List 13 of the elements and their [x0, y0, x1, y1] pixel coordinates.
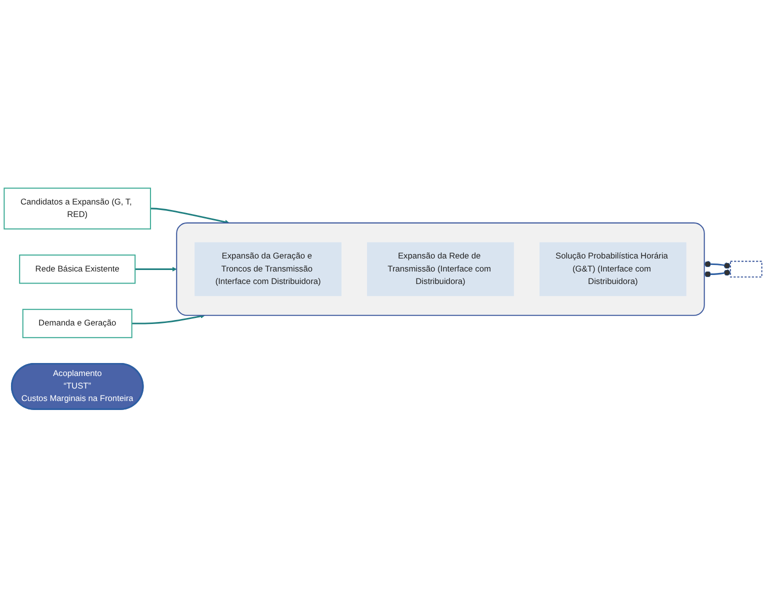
arrow	[132, 314, 206, 324]
node-box: Candidatos a Expansão (G, T, RED)	[4, 187, 152, 230]
node-box: Expansão da Geração e Troncos de Transmissão (Interface com Distribuidora)	[194, 242, 342, 296]
node-box	[730, 260, 762, 278]
arrow	[135, 266, 177, 272]
arrow	[150, 208, 230, 224]
cluster	[176, 222, 705, 316]
node-box: Demanda e Geração	[22, 308, 132, 338]
node-box: Solução Probabilística Horária (G&T) (Interface com Distribuidora)	[540, 242, 686, 296]
connector	[704, 260, 731, 269]
node-box: Expansão da Rede de Transmissão (Interface com Distribuidora)	[367, 242, 514, 296]
connector	[704, 269, 731, 278]
node-box: Rede Básica Existente	[19, 254, 136, 284]
